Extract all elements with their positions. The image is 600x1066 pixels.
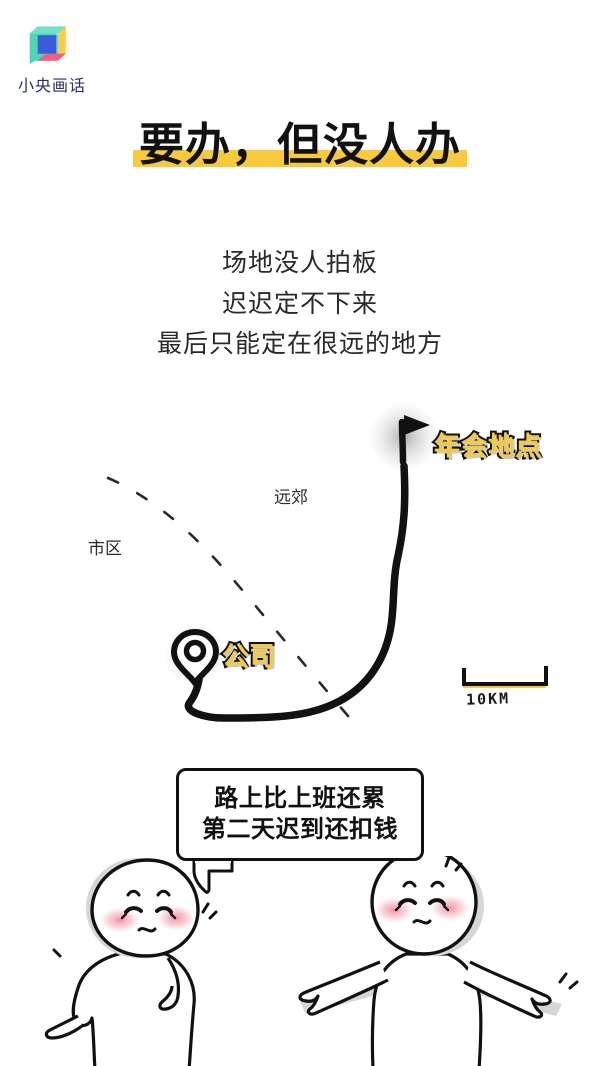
pin-marker-icon xyxy=(170,628,220,688)
map-marker-label-venue: 年会地点 xyxy=(432,430,543,464)
subtitle-line-2: 迟迟定不下来 xyxy=(221,288,378,318)
characters-graphics xyxy=(44,856,579,1066)
route-path xyxy=(184,462,409,722)
subtitle-line-3: 最后只能定在很远的地方 xyxy=(156,329,443,358)
cube-logo-icon xyxy=(29,26,66,65)
speech-bubble: 路上比上班还累 第二天迟到还扣钱 xyxy=(176,768,424,895)
right-character xyxy=(298,856,579,1066)
map-illustration: 市区 远郊 年会地点 公司 10KM xyxy=(0,400,600,740)
subtitle-block: 场地没人拍板 迟迟定不下来 最后只能定在很远的地方 xyxy=(0,243,600,365)
map-graphics xyxy=(106,403,548,732)
map-label-suburb: 远郊 xyxy=(274,488,308,508)
speech-bubble-box: 路上比上班还累 第二天迟到还扣钱 xyxy=(176,768,424,862)
map-label-city: 市区 xyxy=(88,539,122,559)
speech-bubble-line-2: 第二天迟到还扣钱 xyxy=(202,815,398,844)
flag-marker-icon xyxy=(398,415,430,466)
map-scale-bar xyxy=(462,666,548,688)
title-block: 要办，但没人办 xyxy=(0,118,600,171)
characters-illustration xyxy=(0,856,600,1066)
district-boundary-line xyxy=(106,476,362,732)
brand-header: 小央画话 xyxy=(18,22,158,96)
brand-name: 小央画话 xyxy=(18,76,87,95)
speech-bubble-line-1: 路上比上班还累 xyxy=(214,784,386,812)
page-title: 要办，但没人办 xyxy=(138,118,461,171)
map-marker-label-company: 公司 xyxy=(220,640,277,674)
subtitle-line-1: 场地没人拍板 xyxy=(221,248,378,277)
title-highlight-bar xyxy=(132,150,467,168)
speech-bubble-tail xyxy=(192,861,234,895)
left-character xyxy=(44,858,218,1066)
map-scale-label: 10KM xyxy=(465,689,511,709)
